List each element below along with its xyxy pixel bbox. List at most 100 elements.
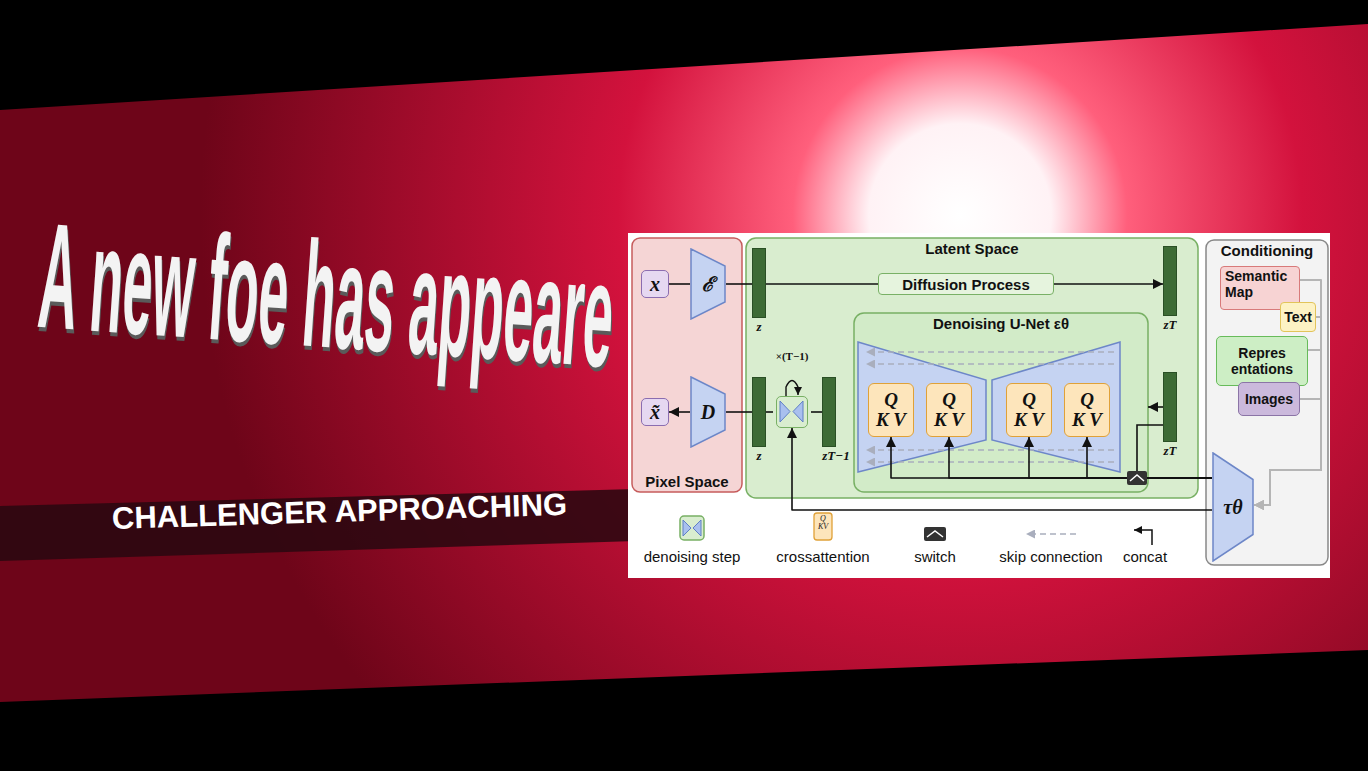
legend-text: skip connection (999, 549, 1102, 566)
output-image-box: x̃ (641, 398, 669, 426)
panel-title: Conditioning (1221, 242, 1313, 259)
trapezoid-shape (691, 249, 725, 319)
condition-box: Repres entations (1216, 336, 1308, 386)
legend-icon-text: Q KV (815, 515, 831, 531)
step-box (776, 396, 808, 428)
skip-arrow (866, 461, 1114, 463)
latent-bar: z (752, 377, 766, 465)
latent-space-panel: Latent Space z Diffusion Process zT Denoisin… (746, 238, 1198, 498)
panel-title: Denoising U-Net εθ (933, 315, 1069, 332)
red-burst-banner (0, 24, 1368, 702)
legend-icons (680, 513, 1152, 545)
connector (1029, 437, 1212, 478)
crossattention-box: QK V (1006, 383, 1052, 437)
legend-text: switch (914, 549, 956, 566)
node-text: τθ (1223, 497, 1242, 517)
encoder-trapezoid: ℰ (690, 248, 726, 320)
crossattention-box: QK V (1064, 383, 1110, 437)
bowtie-wedge (793, 401, 803, 422)
condition-box: Text (1280, 302, 1316, 332)
bowtie-wedge (780, 401, 790, 422)
connector (811, 411, 822, 413)
panel-title: Pixel Space (645, 473, 728, 490)
connector (1087, 437, 1212, 478)
latent-label: zT−1 (822, 449, 850, 463)
latent-space-region (746, 238, 1198, 498)
input-image-box: x (641, 270, 669, 298)
node-text: Text (1284, 309, 1312, 325)
crossattention-box: QK V (868, 383, 914, 437)
banner-title-holder: A new foe has appeare (40, 200, 1368, 350)
banner-subtitle-holder: CHALLENGER APPROACHING (112, 503, 567, 534)
legend-entry: skip connection (999, 549, 1102, 566)
panel-title: Latent Space (925, 240, 1018, 257)
connector (669, 411, 690, 413)
process-box: Diffusion Process (878, 273, 1054, 295)
node-text: D (701, 402, 715, 422)
connector (1054, 283, 1163, 285)
decoder-trapezoid: D (690, 376, 726, 448)
node-text: K V (876, 410, 906, 430)
unet-encoder-half (858, 342, 986, 472)
legend-text: crossattention (776, 549, 869, 566)
node-text: ℰ (702, 274, 714, 294)
node-text: K V (1014, 410, 1044, 430)
skip-icon (1026, 533, 1076, 535)
pixel-space-panel: Pixel Space x ℰx̃ D (632, 238, 742, 492)
unet-decoder-half (992, 342, 1120, 472)
latent-bar-fill (822, 377, 836, 447)
node-text: Repres entations (1217, 345, 1307, 377)
connector (1148, 406, 1163, 408)
latent-bar-fill (1163, 246, 1177, 316)
node-text: Images (1245, 391, 1293, 407)
skip-arrow (866, 449, 1114, 451)
legend-entry: crossattention (776, 549, 869, 566)
skip-arrow (866, 351, 1114, 353)
skip-connections (866, 352, 1114, 462)
switch-icon (924, 527, 946, 541)
skip-arrow (866, 363, 1114, 365)
trapezoid-shape (691, 377, 725, 447)
concat-icon (1134, 530, 1152, 545)
conditioning-panel: ConditioningSemantic MapTextRepres entat… (1206, 240, 1328, 565)
node-text: Q (1022, 390, 1036, 410)
node-text: Diffusion Process (902, 277, 1030, 292)
step-icon-wedge (693, 520, 701, 536)
figure-panel (628, 233, 1330, 578)
connector (949, 437, 1212, 478)
legend-text: denoising step (644, 549, 741, 566)
node-text: Q (1080, 390, 1094, 410)
crossattention-box: QK V (926, 383, 972, 437)
legend-entry: denoising step (644, 549, 741, 566)
step-icon (680, 516, 704, 540)
node-text: Semantic Map (1225, 268, 1295, 300)
unet-panel: Denoising U-Net εθQK VQK VQK VQK V (854, 313, 1148, 492)
connector (766, 411, 773, 413)
latent-bar: zT (1163, 372, 1177, 462)
repeat-loop-arrow (786, 381, 798, 397)
connector (891, 437, 1212, 478)
switch-icon-mark (927, 531, 943, 537)
latent-bar: z (752, 248, 766, 336)
latent-bar-fill (1163, 372, 1177, 442)
node-text: Q (884, 390, 898, 410)
trapezoid-shape (1213, 453, 1253, 561)
repeat-label: ×(T−1) (776, 350, 809, 363)
legend-entry: switch (914, 549, 956, 566)
latent-label: zT (1163, 444, 1177, 458)
conditioning-region (1206, 240, 1328, 565)
unet-region (854, 313, 1148, 492)
latent-bar-fill (752, 377, 766, 447)
crossattention-icon (814, 513, 832, 540)
switch-symbol (1127, 471, 1147, 485)
legend-text: concat (1123, 549, 1167, 566)
connector (726, 411, 752, 413)
node-text: x (650, 274, 660, 294)
concat-line (1137, 425, 1163, 471)
latent-label: z (752, 449, 766, 463)
connector (669, 283, 690, 285)
node-text: x̃ (650, 402, 660, 422)
latent-bar: zT (1163, 246, 1177, 334)
